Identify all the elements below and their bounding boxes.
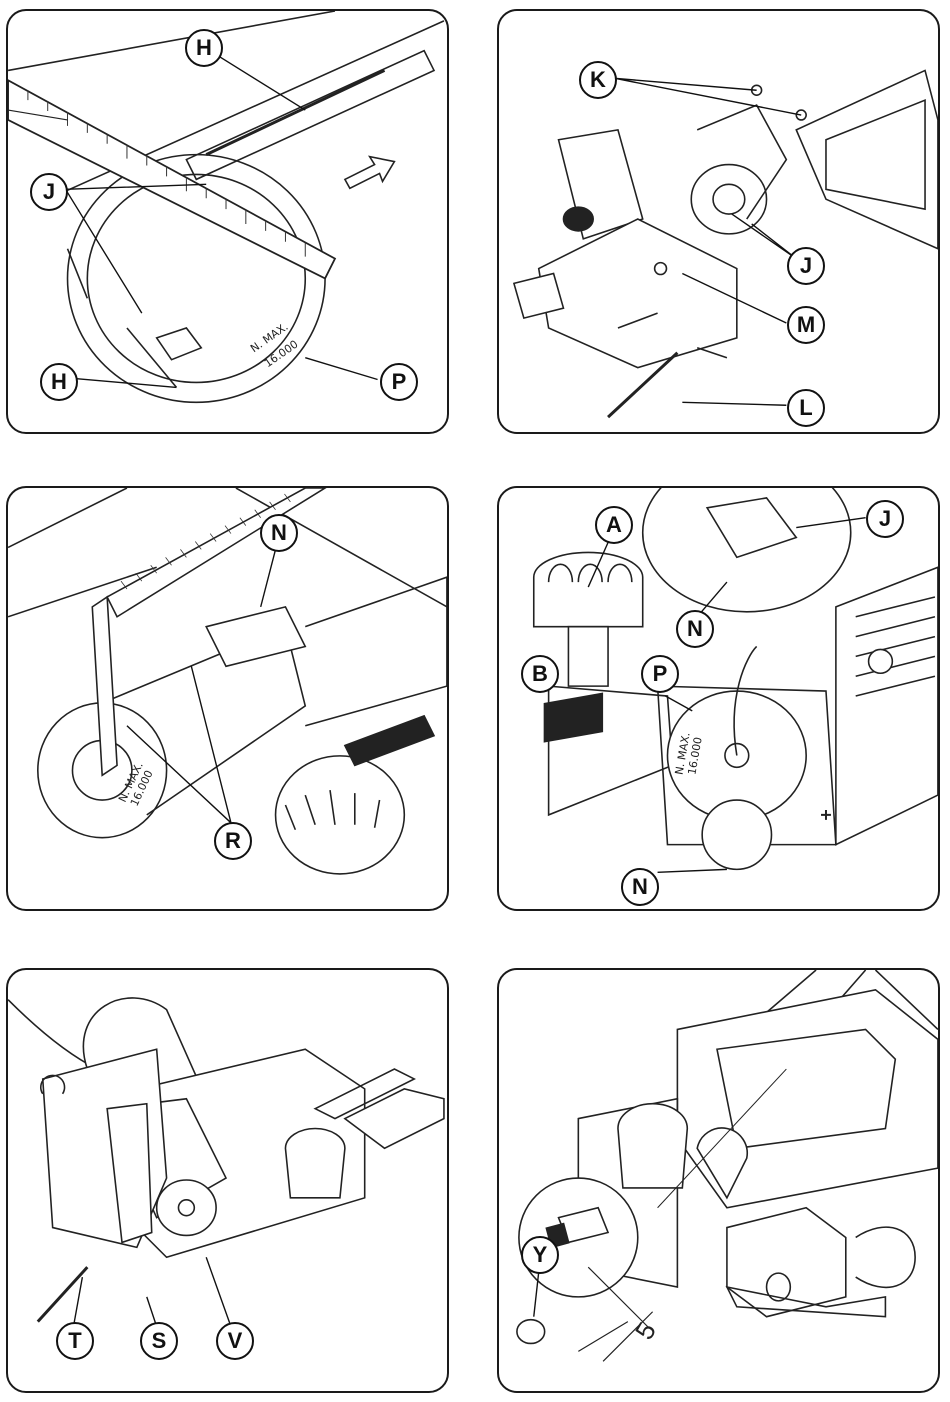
callout-y: Y [521,1236,559,1274]
callout-p: P [641,655,679,693]
callout-n: N [260,514,298,552]
callout-b: B [521,655,559,693]
panel-belt-cover: T S V [6,968,449,1393]
panel-blade-alignment: N. MAX. 16.000 H J H P [6,9,449,434]
panel-blade-gauge: N. MAX. 16.000 N R [6,486,449,911]
callout-m: M [787,306,825,344]
callout-a: A [595,506,633,544]
callout-j: J [787,247,825,285]
callout-t: T [56,1322,94,1360]
callout-l: L [787,389,825,427]
brush-length-dimension: 5 [631,1318,662,1344]
callout-j: J [866,500,904,538]
callout-h-bottom: H [40,363,78,401]
callout-j: J [30,173,68,211]
panel-blade-detail: N. MAX. 16.000 A J N B P N [497,486,940,911]
callout-n-top: N [676,610,714,648]
callout-r: R [214,822,252,860]
callout-s: S [140,1322,178,1360]
blade-detail-drawing: N. MAX. 16.000 [499,488,938,909]
brush-replacement-drawing: 5 [499,970,938,1391]
panel-brush-replacement: 5 Y [497,968,940,1393]
callout-h-top: H [185,29,223,67]
assembly-exploded-drawing [499,11,938,432]
callout-k: K [579,61,617,99]
callout-p: P [380,363,418,401]
callout-n-bottom: N [621,868,659,906]
callout-v: V [216,1322,254,1360]
panel-assembly-exploded: K J M L [497,9,940,434]
blade-alignment-drawing: N. MAX. 16.000 [8,11,447,432]
